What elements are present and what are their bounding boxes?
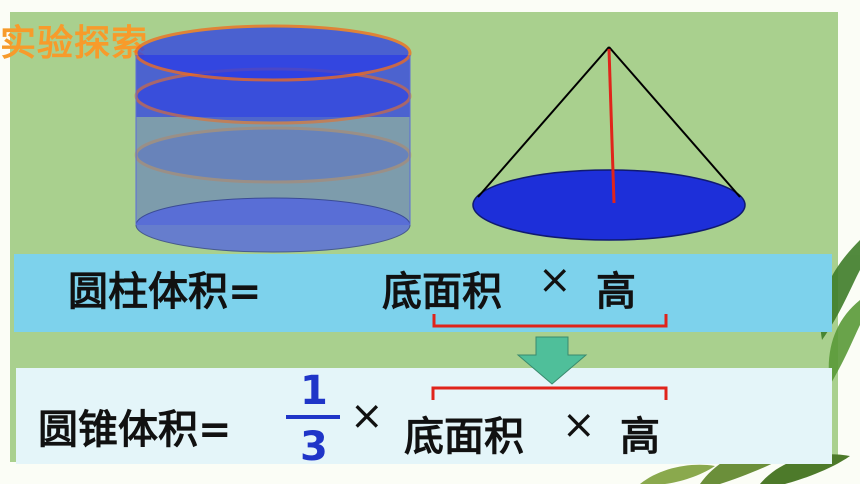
cone-formula-band (16, 368, 832, 464)
cylinder-volume-label: 圆柱体积= (68, 269, 262, 315)
cone-height-line (607, 48, 616, 204)
cone-right-slant (608, 46, 741, 198)
cylinder-formula-band (14, 254, 832, 332)
slide-title: 实验探索 (0, 23, 149, 64)
cone-left-slant (477, 46, 610, 198)
cone-base (472, 169, 746, 241)
cone-bracket (431, 386, 668, 400)
cone-base-area: 底面积 (404, 414, 524, 460)
cylinder-height: 高 (596, 269, 636, 315)
cone-times-sign: × (350, 393, 384, 439)
cylinder-base-area: 底面积 (382, 269, 502, 315)
cylinder-times-sign: × (538, 257, 572, 303)
fraction-denominator: 3 (300, 424, 328, 470)
down-arrow-icon (516, 336, 588, 385)
cylinder-figure (134, 24, 412, 253)
cylinder-bracket (432, 314, 668, 328)
cone-volume-label: 圆锥体积= (38, 407, 232, 453)
cone-times-sign-2: × (562, 402, 596, 448)
cylinder-top (134, 24, 412, 82)
fraction-numerator: 1 (300, 368, 328, 414)
cone-figure (472, 46, 746, 241)
cone-height: 高 (620, 414, 660, 460)
